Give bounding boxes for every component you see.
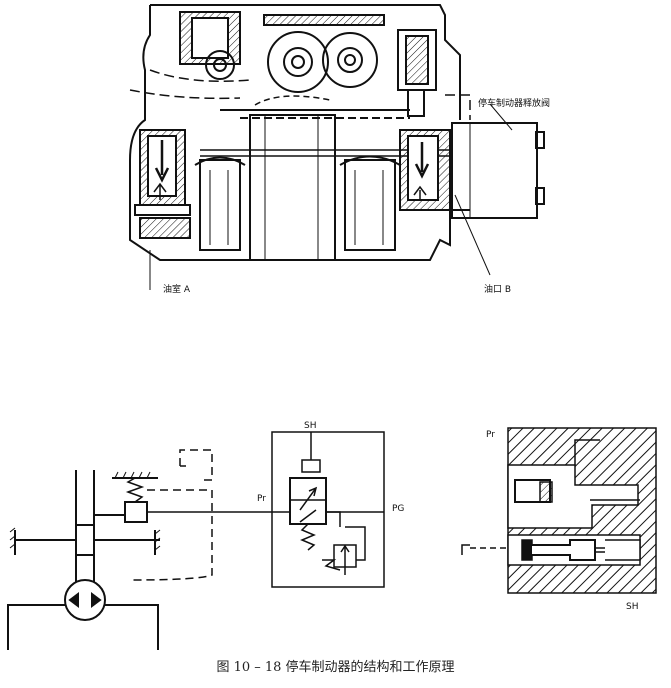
sh-top-label: SH xyxy=(304,421,317,431)
cross-section-drawing xyxy=(130,5,544,290)
figure-caption: 图 10 – 18 停车制动器的结构和工作原理 xyxy=(216,660,455,675)
valve-cutaway xyxy=(462,428,656,593)
hydraulic-schematic xyxy=(8,450,285,650)
pg-label: PG xyxy=(392,504,405,514)
pr-right-label: Pr xyxy=(486,430,495,440)
chamber-a-label: 油室 A xyxy=(163,285,191,295)
pr-left-label: Pr xyxy=(257,494,266,504)
release-valve-schematic xyxy=(272,432,384,587)
port-b-label: 油口 B xyxy=(484,285,512,295)
release-valve-label: 停车制动器释放阀 xyxy=(478,99,551,109)
sh-bottom-label: SH xyxy=(626,602,639,612)
